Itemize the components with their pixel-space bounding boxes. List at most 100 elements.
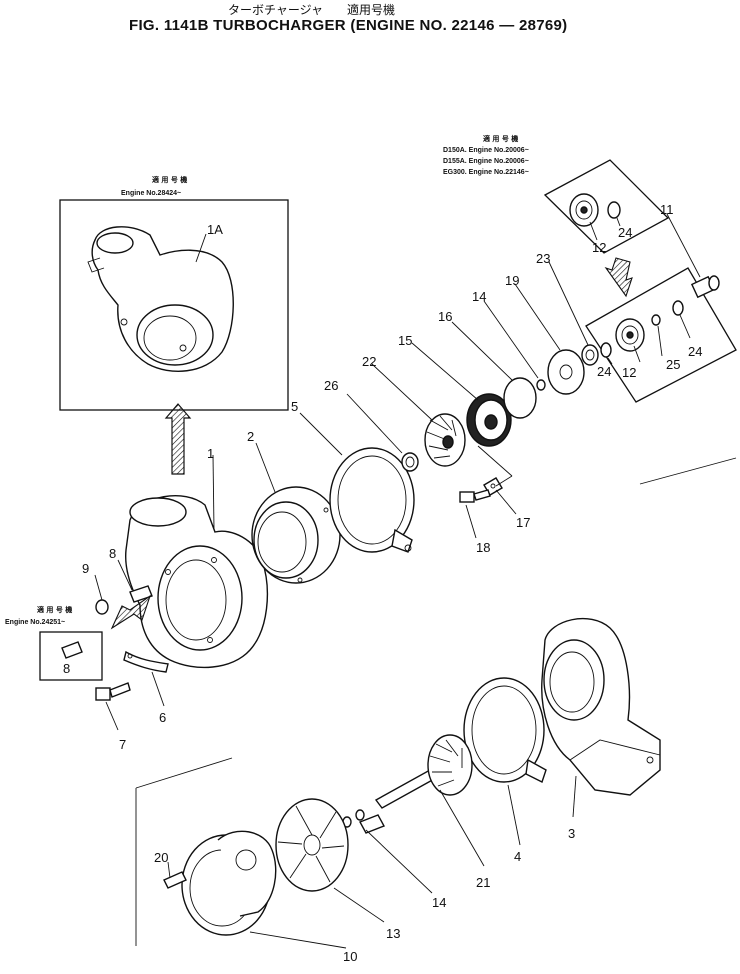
- note-top-right-line-2: D155A. Engine No.20006~: [443, 158, 529, 165]
- japanese-title: ターボチャージャ 適用号機: [228, 2, 395, 17]
- leader-6: [151, 671, 165, 707]
- part-1a-housing-drawing: [87, 226, 234, 372]
- leader-13: [333, 887, 385, 923]
- callout-24-upper: 24: [618, 225, 632, 240]
- callout-13: 13: [386, 926, 400, 941]
- note-top-left-line: Engine No.28424~: [121, 190, 181, 197]
- part-24-lower-right-ring: [672, 300, 684, 316]
- leader-4: [507, 784, 521, 846]
- leader-26: [346, 393, 403, 454]
- leader-8-main: [117, 559, 133, 591]
- callout-16: 16: [438, 309, 452, 324]
- callout-1a: 1A: [207, 222, 223, 237]
- part-12-lower-plate: [615, 318, 645, 352]
- leader-16: [451, 321, 513, 381]
- callout-3: 3: [568, 826, 575, 841]
- callout-18: 18: [476, 540, 490, 555]
- callout-8-inset: 8: [63, 661, 70, 676]
- callout-2: 2: [247, 429, 254, 444]
- note-top-right-line-1: D150A. Engine No.20006~: [443, 147, 529, 154]
- callout-14-lower: 14: [432, 895, 446, 910]
- callout-15: 15: [398, 333, 412, 348]
- part-24-lower-left-ring: [600, 342, 612, 358]
- leader-11: [666, 213, 701, 278]
- callout-20: 20: [154, 850, 168, 865]
- leader-25: [657, 325, 663, 357]
- leader-1a: [195, 233, 207, 263]
- part-15-seal-plate: [466, 393, 512, 447]
- leader-9: [94, 574, 103, 601]
- callout-19: 19: [505, 273, 519, 288]
- leader-24-lower-right: [679, 314, 691, 339]
- inset-box-8: [39, 631, 103, 681]
- part-13-heat-shield: [275, 798, 349, 892]
- leader-20: [167, 861, 171, 879]
- part-21-turbine-shaft: [374, 734, 473, 809]
- note-top-right-heading: 適 用 号 機: [483, 134, 518, 143]
- part-14-upper-washer: [536, 379, 546, 391]
- callout-5: 5: [291, 399, 298, 414]
- boundary-line-bottom-top: [135, 757, 233, 789]
- part-4-clamp: [463, 677, 547, 783]
- leader-17: [495, 489, 517, 515]
- leader-14-lower: [365, 829, 433, 894]
- callout-1: 1: [207, 446, 214, 461]
- note-left-heading: 適 用 号 機: [37, 605, 72, 614]
- variant-box-lower: [585, 267, 737, 403]
- leader-21: [439, 789, 485, 867]
- callout-9: 9: [82, 561, 89, 576]
- leader-3: [572, 775, 577, 818]
- leader-10: [249, 931, 347, 949]
- leader-1: [212, 454, 215, 531]
- part-14-lower-washers: [342, 809, 385, 834]
- callout-14-upper: 14: [472, 289, 486, 304]
- figure-title: FIG. 1141B TURBOCHARGER (ENGINE NO. 2214…: [129, 17, 567, 34]
- part-16-o-ring: [503, 377, 537, 419]
- callout-17: 17: [516, 515, 530, 530]
- leader-12-lower: [633, 345, 641, 363]
- callout-11: 11: [660, 202, 674, 217]
- boundary-line-right: [639, 457, 737, 485]
- leader-15: [411, 342, 479, 401]
- part-3-turbine-housing: [541, 617, 661, 796]
- part-24-upper-ring: [607, 201, 621, 219]
- part-23-ring: [581, 344, 599, 366]
- callout-24-lower-right: 24: [688, 344, 702, 359]
- leader-5: [299, 412, 343, 456]
- part-22-compressor-wheel: [424, 413, 466, 467]
- callout-6: 6: [159, 710, 166, 725]
- callout-4: 4: [514, 849, 521, 864]
- leader-7: [105, 701, 119, 731]
- callout-21: 21: [476, 875, 490, 890]
- callout-12-lower: 12: [622, 365, 636, 380]
- note-left-line: Engine No.24251~: [5, 619, 65, 626]
- part-12-upper-plate: [569, 193, 599, 227]
- leader-2: [255, 442, 276, 493]
- callout-12-upper: 12: [592, 240, 606, 255]
- leader-12-upper: [589, 221, 598, 241]
- left-arrow-icon: [110, 594, 152, 630]
- part-9-bolt: [95, 599, 109, 615]
- assembly-bracket-line-2: [495, 475, 513, 487]
- callout-8-main: 8: [109, 546, 116, 561]
- down-arrow-icon: [604, 257, 633, 298]
- part-6-lock-plate: [123, 650, 169, 673]
- callout-24-lower-left: 24: [597, 364, 611, 379]
- leader-24-lower-left: [607, 357, 613, 365]
- up-arrow-icon: [164, 403, 192, 475]
- leader-19: [514, 283, 561, 351]
- leader-22: [371, 363, 433, 421]
- part-26-nut: [401, 452, 419, 472]
- note-top-left-heading: 適 用 号 機: [152, 175, 187, 184]
- part-1-compressor-housing: [124, 495, 268, 669]
- part-18-bolt: [459, 489, 491, 503]
- callout-25: 25: [666, 357, 680, 372]
- part-25-o-ring: [651, 314, 661, 326]
- part-10-center-housing: [181, 830, 277, 936]
- part-5-clamp-band: [329, 447, 415, 553]
- note-top-right-line-3: EG300. Engine No.22146~: [443, 169, 529, 176]
- callout-26: 26: [324, 378, 338, 393]
- part-7-bolt: [95, 682, 131, 701]
- callout-7: 7: [119, 737, 126, 752]
- part-11-plug: [690, 275, 720, 299]
